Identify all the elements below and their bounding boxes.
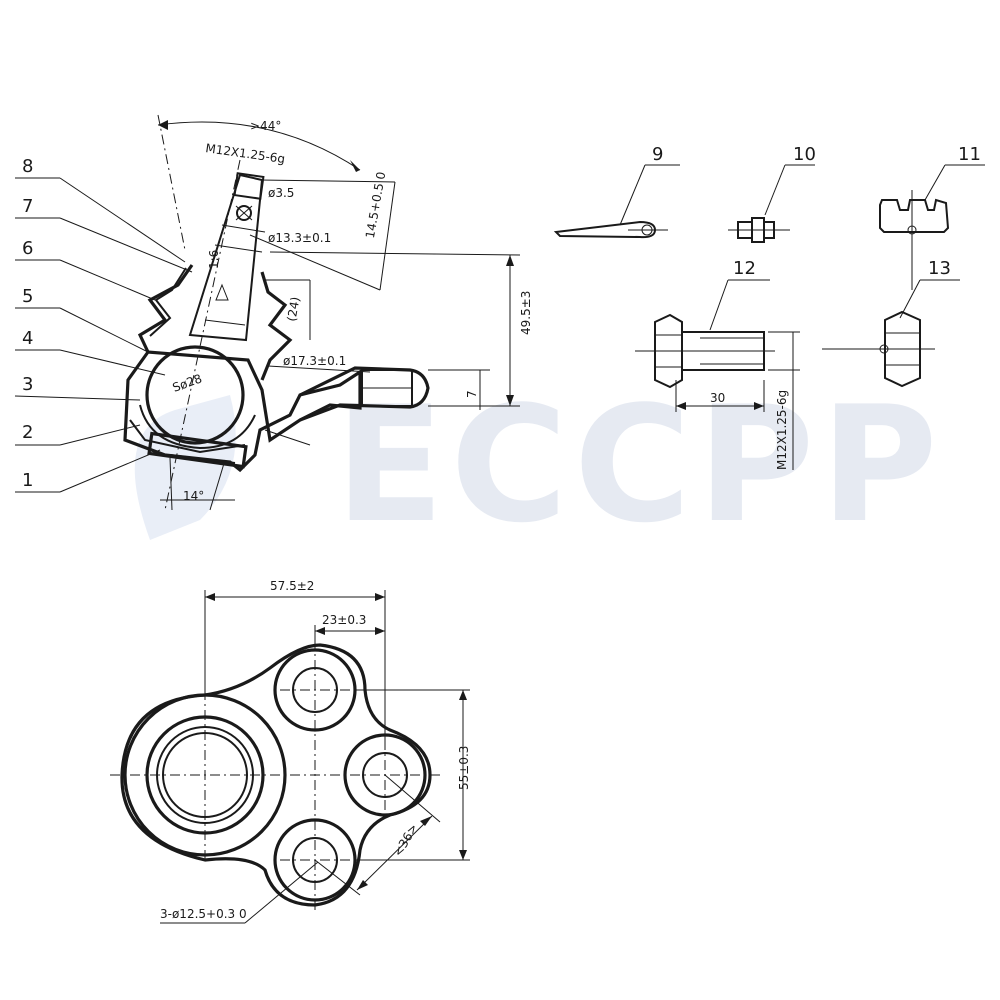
part-label-12: 12 [733, 258, 756, 279]
dim-height-495: 49.5±3 [519, 291, 533, 335]
dim-bolt-length: 30 [710, 391, 725, 405]
dim-dia-upper: ø13.3±0.1 [268, 231, 331, 245]
part-label-2: 2 [22, 422, 33, 443]
dim-thread-stud: M12X1.25-6g [205, 141, 286, 166]
part-9-cotter-pin: 9 [553, 144, 680, 239]
part-label-13: 13 [928, 258, 951, 279]
part-11-castle-nut: 11 [879, 144, 985, 290]
dim-distance-36: <36> [391, 821, 421, 859]
dim-taper: 1:6 [207, 250, 221, 269]
part-label-6: 6 [22, 238, 33, 259]
watermark-logo-icon [134, 395, 236, 540]
part-10-grease-fitting: 10 [728, 144, 816, 243]
ball-joint-section [123, 114, 430, 511]
part-label-7: 7 [22, 196, 33, 217]
plan-view: 57.5±2 23±0.3 55±0.3 <36> 3-ø12.5+0.3 0 [110, 579, 471, 924]
part-label-11: 11 [958, 144, 981, 165]
part-12-bolt: 12 30 M12X1.25-6g [635, 258, 800, 470]
part-label-9: 9 [652, 144, 663, 165]
dim-holes: 3-ø12.5+0.3 0 [160, 907, 247, 921]
dim-thick-7: 7 [465, 390, 479, 398]
dim-dia-lower: ø17.3±0.1 [283, 354, 346, 368]
part-label-10: 10 [793, 144, 816, 165]
dim-bolt-thread: M12X1.25-6g [775, 390, 789, 470]
dim-width-575: 57.5±2 [270, 579, 314, 593]
part-label-5: 5 [22, 286, 33, 307]
dim-height-55: 55±0.3 [457, 746, 471, 790]
dim-offset-23: 23±0.3 [322, 613, 366, 627]
dim-sphere: Sø28 [171, 371, 204, 394]
watermark: ECCPP [134, 371, 944, 558]
part-label-group-left: 8 7 6 5 4 3 2 1 [22, 156, 33, 491]
part-label-1: 1 [22, 470, 33, 491]
part-label-3: 3 [22, 374, 33, 395]
part-label-8: 8 [22, 156, 33, 177]
part-label-4: 4 [22, 328, 33, 349]
watermark-text: ECCPP [335, 371, 944, 558]
dim-length-145: 14.5+0.5 0 [363, 171, 388, 240]
part-13-hex-nut: 13 [822, 258, 960, 388]
dim-pin-hole: ø3.5 [268, 186, 294, 200]
dim-len-24: (24) [284, 296, 302, 323]
dim-angle-top: >44° [250, 119, 281, 133]
part-leaders [14, 177, 193, 493]
dim-angle-bottom: 14° [183, 489, 204, 503]
